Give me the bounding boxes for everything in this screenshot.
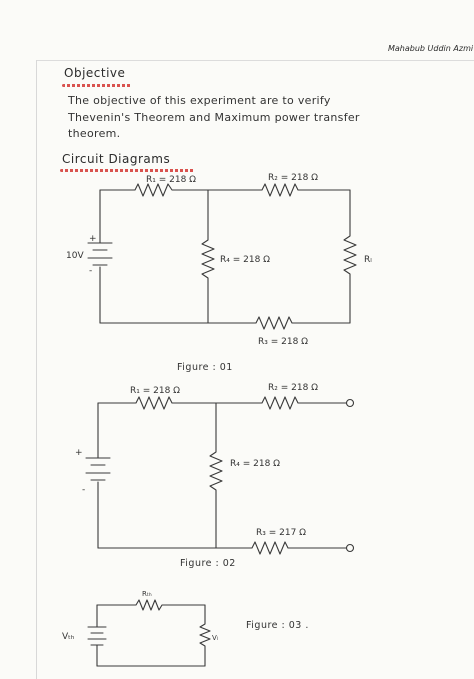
fig2-r4-label: R₄ = 218 Ω	[230, 459, 280, 469]
fig3-rth-label: Rₜₕ	[142, 590, 152, 598]
objective-underline	[62, 84, 132, 87]
top-rule	[36, 60, 474, 61]
circuit-heading: Circuit Diagrams	[62, 152, 171, 166]
fig2-minus: -	[82, 485, 85, 495]
fig1-source-label: 10V	[66, 251, 84, 261]
figure-1-circuit	[87, 183, 357, 330]
fig1-plus: +	[89, 234, 97, 244]
objective-heading: Objective	[64, 66, 126, 80]
figure-2-caption: Figure : 02	[180, 558, 236, 569]
figure-3-caption: Figure : 03 .	[246, 620, 309, 631]
fig2-r3-label: R₃ = 217 Ω	[256, 528, 306, 538]
circuit-underline	[60, 169, 195, 172]
fig1-r1-label: R₁ = 218 Ω	[146, 175, 196, 185]
objective-line-2: Thevenin's Theorem and Maximum power tra…	[68, 111, 360, 124]
figure-3-circuit	[87, 599, 211, 667]
fig1-r3-label: R₃ = 218 Ω	[258, 337, 308, 347]
fig1-rl-label: Rₗ	[364, 255, 372, 265]
fig1-minus: -	[89, 266, 92, 276]
fig3-vl-label: Vₗ	[212, 634, 218, 642]
objective-line-3: theorem.	[68, 127, 121, 140]
margin-line	[36, 60, 37, 679]
fig2-plus: +	[75, 448, 83, 458]
objective-line-1: The objective of this experiment are to …	[68, 94, 331, 107]
fig2-r1-label: R₁ = 218 Ω	[130, 386, 180, 396]
author-name: Mahabub Uddin Azmi	[388, 44, 474, 53]
fig1-r2-label: R₂ = 218 Ω	[268, 173, 318, 183]
fig1-r4-label: R₄ = 218 Ω	[220, 255, 270, 265]
figure-2-circuit	[85, 396, 355, 555]
figure-1-caption: Figure : 01	[177, 362, 233, 373]
fig2-r2-label: R₂ = 218 Ω	[268, 383, 318, 393]
fig3-vth-label: Vₜₕ	[62, 632, 75, 642]
